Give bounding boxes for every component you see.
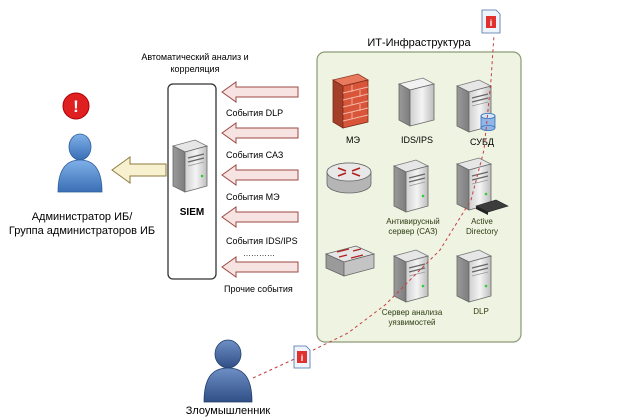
svg-text:!: !	[73, 97, 79, 116]
event-arrow-dlp	[221, 81, 299, 103]
database-server-icon	[456, 79, 496, 133]
vuln-scanner-label-line1: Сервер анализа	[382, 308, 443, 317]
admin-label-line1: Администратор ИБ/	[32, 211, 134, 223]
siem-server-icon	[172, 139, 208, 193]
siem-caption-line2: корреляция	[171, 64, 220, 74]
firewall-label: МЭ	[346, 135, 360, 145]
alert-icon: !	[62, 92, 90, 120]
attacker-person-icon	[203, 339, 253, 403]
event-arrow-firewall	[221, 164, 299, 186]
ids-ips-label: IDS/IPS	[401, 135, 433, 145]
vuln-scanner-label-line2: уязвимостей	[388, 318, 435, 327]
event-label-other: Прочие события	[224, 284, 293, 294]
event-label-firewall: События МЭ	[226, 192, 280, 202]
event-arrow-ids-ips	[221, 206, 299, 228]
siem-caption-line1: Автоматический анализ и	[141, 52, 248, 62]
siem-label: SIEM	[180, 207, 204, 218]
admin-label-line2: Группа администраторов ИБ	[9, 225, 155, 237]
svg-text:i: i	[490, 18, 493, 28]
ids-ips-icon	[397, 77, 436, 127]
database-label: СУБД	[470, 137, 494, 147]
administrator-person-icon	[57, 133, 103, 193]
active-directory-server-icon	[456, 157, 509, 215]
vulnerability-scanner-server-icon	[393, 249, 429, 303]
active-directory-label-line1: Active	[471, 217, 493, 226]
infra-title: ИТ-Инфраструктура	[367, 37, 471, 49]
switch-icon	[324, 245, 376, 277]
antivirus-label-line1: Антивирусный	[386, 217, 440, 226]
firewall-icon	[331, 73, 370, 129]
attacker-label: Злоумышленник	[186, 405, 271, 417]
event-arrow-antivirus	[221, 122, 299, 144]
antivirus-server-icon	[393, 159, 429, 213]
router-icon	[326, 162, 372, 194]
incident-note-icon-top: i	[481, 9, 501, 34]
event-ellipsis: …………	[243, 249, 275, 258]
event-arrow-other	[221, 256, 299, 278]
svg-text:i: i	[301, 353, 304, 363]
dlp-label: DLP	[473, 307, 489, 316]
dlp-server-icon	[456, 249, 492, 303]
incident-note-icon-bottom: i	[293, 345, 311, 369]
active-directory-label-line2: Directory	[466, 227, 498, 236]
event-label-ids-ips: События IDS/IPS	[226, 236, 298, 246]
alert-arrow-to-admin	[111, 156, 167, 184]
event-label-dlp: События DLP	[226, 108, 283, 118]
event-label-antivirus: События САЗ	[226, 150, 283, 160]
attack-path-line	[252, 34, 495, 379]
antivirus-label-line2: сервер (САЗ)	[388, 227, 438, 236]
